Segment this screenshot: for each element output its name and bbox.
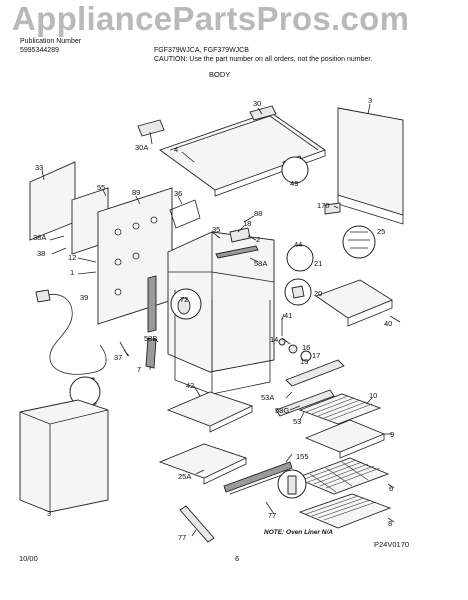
callout-9: 9 bbox=[390, 430, 394, 439]
callout-3: 3 bbox=[368, 96, 372, 105]
callout-25A: 25A bbox=[178, 472, 191, 481]
callout-89: 89 bbox=[132, 188, 140, 197]
callout-17: 17 bbox=[312, 351, 320, 360]
callout-20: 20 bbox=[314, 289, 322, 298]
callout-55: 55 bbox=[97, 183, 105, 192]
power-cord-39 bbox=[39, 294, 107, 375]
callout-7: 7 bbox=[137, 365, 141, 374]
callout-ring-44 bbox=[286, 244, 314, 272]
callout-77b: 77 bbox=[178, 533, 186, 542]
callout-1: 1 bbox=[70, 268, 74, 277]
callout-10: 10 bbox=[369, 391, 377, 400]
callout-12: 12 bbox=[68, 253, 76, 262]
bracket-18 bbox=[229, 227, 251, 243]
callout-ring-25 bbox=[342, 225, 376, 259]
callout-2: 2 bbox=[256, 235, 260, 244]
callout-8: 8 bbox=[388, 519, 392, 528]
callout-33: 33 bbox=[35, 163, 43, 172]
caution-text: CAUTION: Use the part number on all orde… bbox=[154, 56, 373, 63]
grate-10 bbox=[298, 393, 382, 425]
callout-40: 40 bbox=[384, 319, 392, 328]
section-title: BODY bbox=[209, 70, 231, 79]
callout-58B: 58B bbox=[144, 334, 157, 343]
callout-15: 15 bbox=[300, 357, 308, 366]
footer-page: 6 bbox=[235, 554, 240, 563]
callout-170: 170 bbox=[317, 201, 330, 210]
callout-3b: 3 bbox=[47, 509, 51, 518]
callout-42: 42 bbox=[186, 381, 194, 390]
side-panel-33 bbox=[29, 161, 76, 241]
publication-label: Publication Number bbox=[20, 38, 82, 45]
bracket-30A bbox=[137, 119, 165, 137]
footer-code: P24V0170 bbox=[374, 540, 410, 549]
side-panel-3 bbox=[19, 399, 109, 513]
callout-53A: 53A bbox=[261, 393, 274, 402]
callout-155: 155 bbox=[296, 452, 309, 461]
callout-35: 35 bbox=[212, 225, 220, 234]
callout-37: 37 bbox=[114, 353, 122, 362]
callout-38A: 38A bbox=[33, 233, 46, 242]
callout-4: 4 bbox=[174, 145, 178, 154]
rack-6 bbox=[294, 457, 390, 495]
callout-30: 30 bbox=[253, 99, 261, 108]
bracket-30 bbox=[249, 105, 277, 121]
callout-labels: 30 3 30A 4 49 33 55 89 36 88 18 2 170 25… bbox=[33, 96, 394, 542]
publication-number: 5995344289 bbox=[20, 47, 59, 54]
rack-support-155 bbox=[223, 461, 293, 493]
callout-58A: 58A bbox=[254, 259, 267, 268]
callout-ring-49 bbox=[281, 156, 309, 184]
callout-39: 39 bbox=[80, 293, 88, 302]
callout-44: 44 bbox=[294, 240, 302, 249]
broiler-pan-9 bbox=[304, 419, 386, 453]
callout-72: 72 bbox=[180, 295, 188, 304]
oven-liner-note: NOTE: Oven Liner N/A bbox=[264, 529, 333, 536]
model-numbers: FGF379WJCA, FGF379WJCB bbox=[154, 47, 249, 54]
callout-77: 77 bbox=[268, 511, 276, 520]
callout-36: 36 bbox=[174, 189, 182, 198]
callout-49: 49 bbox=[290, 179, 298, 188]
callout-58G: 58G bbox=[275, 406, 289, 415]
callout-25: 25 bbox=[377, 227, 385, 236]
tray-42 bbox=[166, 391, 254, 427]
watermark: AppliancePartsPros.com bbox=[12, 0, 410, 37]
rear-panel-3 bbox=[337, 107, 404, 216]
callout-30A: 30A bbox=[135, 143, 148, 152]
footer-date: 10/00 bbox=[19, 554, 38, 563]
bracket-170 bbox=[324, 202, 341, 215]
callout-88: 88 bbox=[254, 209, 262, 218]
rail-77 bbox=[179, 505, 215, 543]
callout-6: 6 bbox=[389, 484, 393, 493]
callout-16: 16 bbox=[302, 343, 310, 352]
callout-53: 53 bbox=[293, 417, 301, 426]
callout-38: 38 bbox=[37, 249, 45, 258]
igniter-7 bbox=[145, 337, 157, 369]
callout-14: 14 bbox=[270, 335, 278, 344]
body-side-1 bbox=[97, 187, 173, 325]
rail-53A bbox=[285, 359, 345, 387]
tray-25A bbox=[158, 443, 248, 479]
rail-58B bbox=[147, 275, 157, 333]
rack-8 bbox=[298, 493, 392, 529]
callout-18: 18 bbox=[243, 219, 251, 228]
callout-41: 41 bbox=[284, 311, 292, 320]
rail-58A bbox=[215, 245, 259, 259]
callout-21: 21 bbox=[314, 259, 322, 268]
